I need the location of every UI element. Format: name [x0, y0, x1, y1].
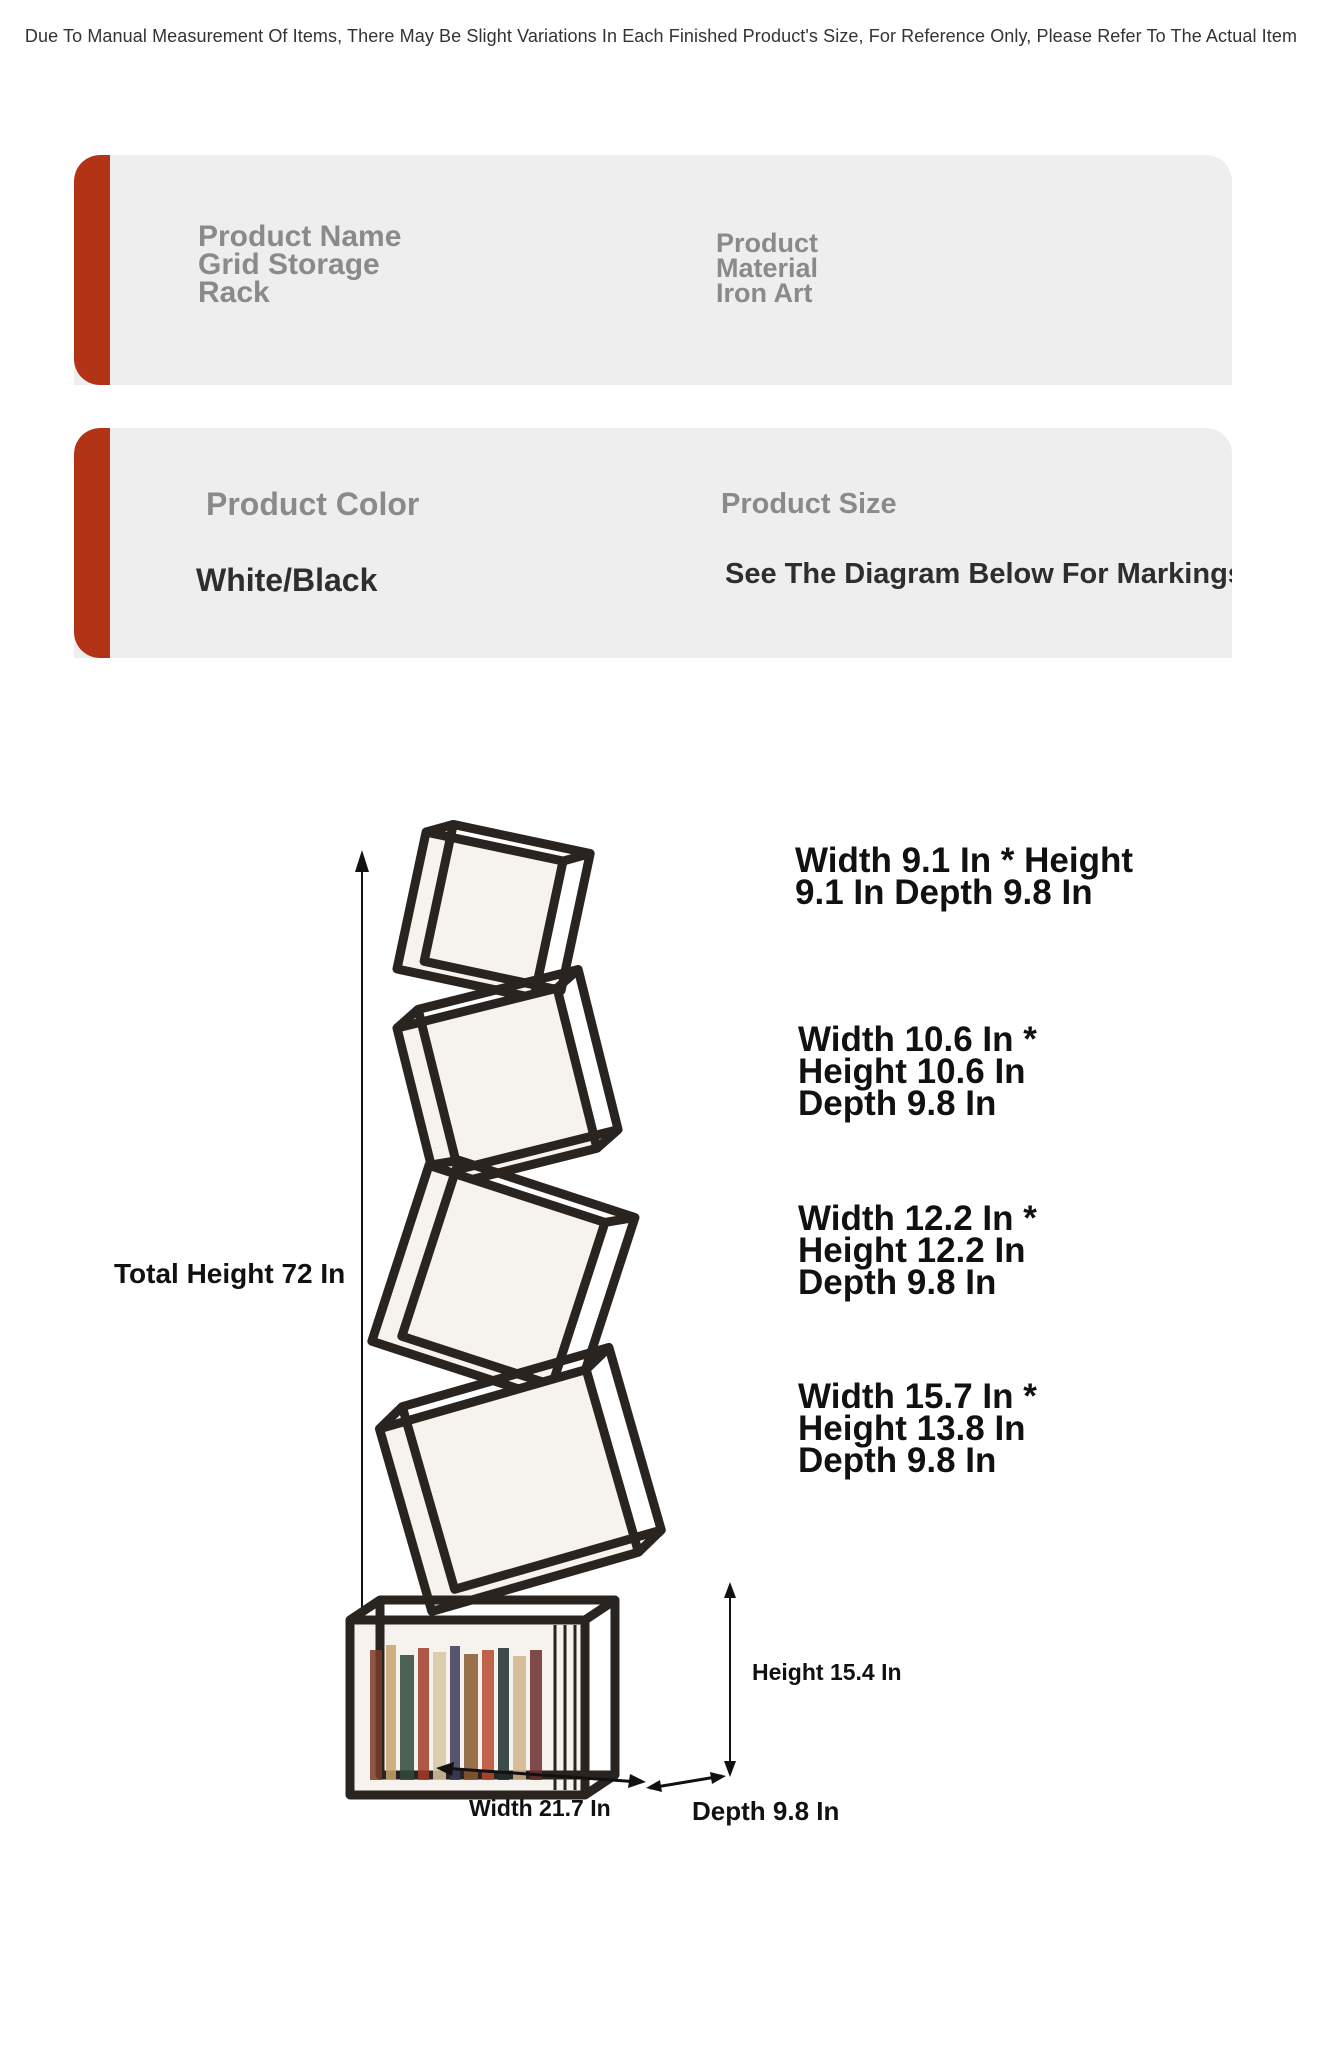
tier-3-dimensions: Width 12.2 In * Height 12.2 In Depth 9.8…	[798, 1199, 1037, 1302]
base-depth-label: Depth 9.8 In	[692, 1796, 840, 1826]
product-size-value: See The Diagram Below For Markings	[725, 558, 1232, 590]
base-height-arrow	[724, 1582, 736, 1777]
card-accent-bar	[74, 155, 110, 385]
base-width-arrow	[436, 1762, 646, 1788]
product-color-label: Product Color	[206, 486, 420, 522]
product-info-card-2: Product Color White/Black Product Size S…	[74, 428, 1232, 658]
tier-1-dimensions: Width 9.1 In * Height 9.1 In Depth 9.8 I…	[795, 841, 1134, 912]
disclaimer-notice: Due To Manual Measurement Of Items, Ther…	[24, 26, 1298, 46]
total-height-label: Total Height 72 In	[114, 1258, 346, 1289]
tier-2-dimensions: Width 10.6 In * Height 10.6 In Depth 9.8…	[798, 1020, 1037, 1123]
tier-4-dimensions: Width 15.7 In * Height 13.8 In Depth 9.8…	[798, 1377, 1037, 1480]
card-accent-bar	[74, 428, 110, 658]
base-depth-arrow	[646, 1772, 726, 1792]
storage-rack-illustration	[345, 820, 666, 1800]
base-height-label: Height 15.4 In	[752, 1659, 902, 1685]
product-color-value: White/Black	[196, 562, 378, 598]
base-width-label: Width 21.7 In	[469, 1795, 611, 1821]
product-size-label: Product Size	[721, 488, 897, 520]
product-name-label: Product Name Grid Storage Rack	[198, 220, 402, 309]
product-info-card-1: Product Name Grid Storage Rack Product M…	[74, 155, 1232, 385]
product-material-label: Product Material Iron Art	[716, 228, 819, 308]
